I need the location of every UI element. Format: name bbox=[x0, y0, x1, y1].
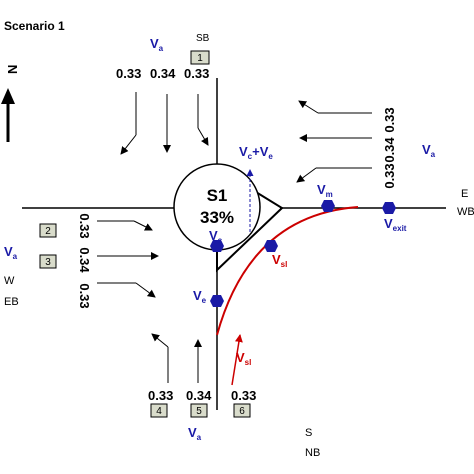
east-flow-1: 0.33 bbox=[382, 107, 397, 132]
diagram-title: Scenario 1 bbox=[4, 19, 65, 33]
label-vsl-blue: Vsl bbox=[272, 252, 287, 269]
north-flow-3: 0.33 bbox=[184, 66, 209, 81]
west-flow-3: 0.33 bbox=[77, 283, 92, 308]
label-sb: SB bbox=[196, 33, 210, 44]
box-4: 4 bbox=[156, 406, 162, 417]
label-vexit: Vexit bbox=[384, 216, 407, 233]
label-w: W bbox=[4, 275, 15, 287]
hex-marker-vexit bbox=[382, 202, 396, 214]
hex-marker-ve bbox=[210, 295, 224, 307]
roundabout-percent: 33% bbox=[200, 208, 234, 227]
label-eb: EB bbox=[4, 296, 19, 308]
label-ve: Ve bbox=[193, 288, 207, 305]
south-approach: 0.33 0.34 0.33 4 5 6 bbox=[148, 333, 256, 418]
north-arrow: N bbox=[1, 65, 20, 142]
label-s: S bbox=[305, 427, 312, 439]
hex-marker-vc bbox=[210, 240, 224, 252]
label-va-west: Va bbox=[4, 244, 18, 261]
hex-marker-vm bbox=[321, 200, 335, 212]
label-vc-plus-ve: Vc+Ve bbox=[239, 144, 273, 161]
box-2: 2 bbox=[45, 226, 51, 237]
label-vsl-red: Vsl bbox=[236, 350, 251, 367]
box-5: 5 bbox=[196, 406, 202, 417]
west-approach: 2 3 0.33 0.34 0.33 bbox=[39, 213, 159, 309]
west-flow-2: 0.34 bbox=[77, 247, 92, 273]
box-1: 1 bbox=[197, 53, 203, 64]
roundabout-s1: S1 33% bbox=[173, 163, 284, 273]
roundabout-label: S1 bbox=[207, 186, 228, 205]
south-flow-1: 0.33 bbox=[148, 388, 173, 403]
label-vm: Vm bbox=[317, 182, 333, 199]
east-flow-3: 0.33 bbox=[382, 163, 397, 188]
north-approach: 1 0.33 0.34 0.33 bbox=[116, 50, 210, 155]
label-va-north: Va bbox=[150, 36, 164, 53]
north-flow-2: 0.34 bbox=[150, 66, 176, 81]
box-3: 3 bbox=[45, 257, 51, 268]
label-wb: WB bbox=[457, 206, 474, 218]
west-flow-1: 0.33 bbox=[77, 213, 92, 238]
south-flow-2: 0.34 bbox=[186, 388, 212, 403]
east-flow-2: 0.34 bbox=[382, 137, 397, 163]
label-e: E bbox=[461, 188, 468, 200]
hex-marker-vsl bbox=[264, 240, 278, 252]
vsl-red-arrow bbox=[231, 334, 243, 386]
label-va-south: Va bbox=[188, 425, 202, 442]
label-vc: Vc bbox=[209, 228, 223, 245]
east-approach: 0.33 0.34 0.33 bbox=[296, 100, 397, 189]
north-label: N bbox=[5, 65, 20, 74]
box-6: 6 bbox=[239, 406, 245, 417]
north-flow-1: 0.33 bbox=[116, 66, 141, 81]
south-flow-3: 0.33 bbox=[231, 388, 256, 403]
label-nb: NB bbox=[305, 447, 320, 459]
label-va-east: Va bbox=[422, 142, 436, 159]
